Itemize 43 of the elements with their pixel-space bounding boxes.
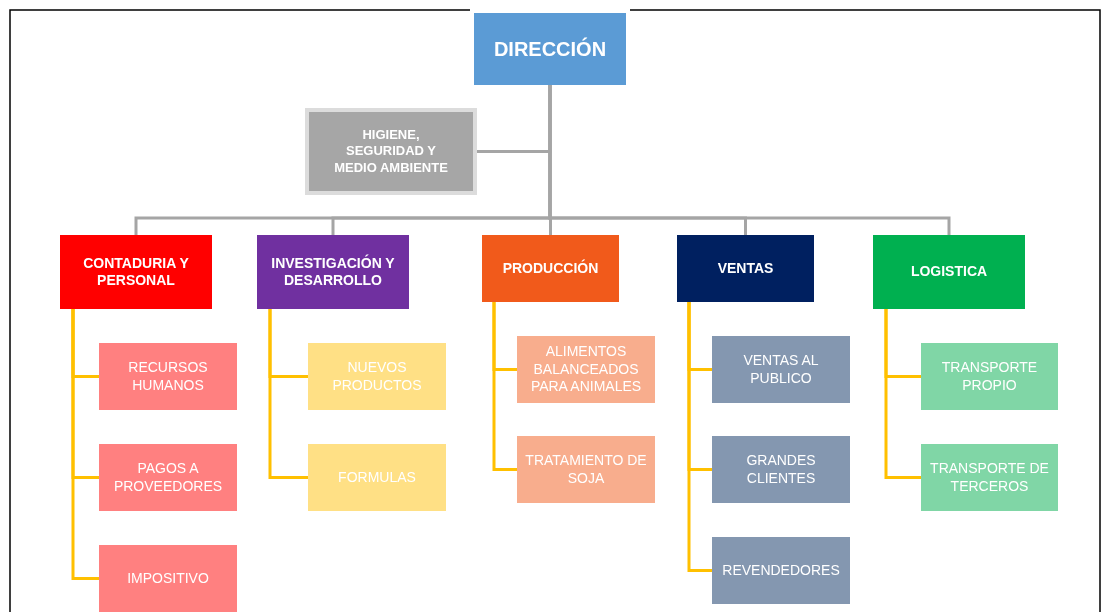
box-label: RECURSOS HUMANOS bbox=[127, 359, 209, 394]
connector-line bbox=[492, 302, 517, 471]
box-label: VENTAS bbox=[717, 259, 774, 278]
box-label: VENTAS AL PUBLICO bbox=[742, 352, 820, 387]
connector-line bbox=[884, 309, 921, 479]
unit-box bbox=[308, 343, 446, 410]
unit-box bbox=[517, 436, 655, 503]
department-box bbox=[677, 235, 814, 302]
unit-box bbox=[921, 444, 1058, 511]
connector-line bbox=[71, 309, 99, 580]
box-label: NUEVOS PRODUCTOS bbox=[331, 359, 423, 394]
department-box bbox=[873, 235, 1025, 309]
unit-box bbox=[712, 436, 850, 503]
box-label: GRANDES CLIENTES bbox=[745, 452, 817, 487]
unit-box bbox=[99, 444, 237, 511]
unit-box bbox=[99, 545, 237, 612]
box-label: FORMULAS bbox=[338, 468, 416, 487]
box-label: HIGIENE, SEGURIDAD Y MEDIO AMBIENTE bbox=[333, 127, 449, 176]
department-box bbox=[305, 108, 477, 195]
box-label: CONTADURIA Y PERSONAL bbox=[82, 254, 190, 290]
unit-box bbox=[712, 537, 850, 604]
box-label: LOGISTICA bbox=[910, 263, 988, 281]
box-label: IMPOSITIVO bbox=[127, 569, 209, 588]
box-label: TRANSPORTE PROPIO bbox=[940, 359, 1039, 394]
box-label: INVESTIGACIÓN Y DESARROLLO bbox=[270, 254, 396, 290]
connector-line bbox=[268, 309, 308, 479]
top-box bbox=[474, 13, 626, 85]
department-box bbox=[257, 235, 409, 309]
box-label: PAGOS A PROVEEDORES bbox=[112, 460, 224, 495]
box-label: TRANSPORTE DE TERCEROS bbox=[929, 460, 1050, 495]
department-box bbox=[482, 235, 619, 302]
unit-box bbox=[99, 343, 237, 410]
box-label: PRODUCCIÓN bbox=[502, 259, 599, 278]
box-label: DIRECCIÓN bbox=[493, 36, 607, 62]
unit-box bbox=[308, 444, 446, 511]
unit-box bbox=[517, 336, 655, 403]
connector-line bbox=[687, 302, 712, 572]
box-label: REVENDEDORES bbox=[722, 561, 840, 580]
box-label: TRATAMIENTO DE SOJA bbox=[524, 452, 648, 487]
box-label: ALIMENTOS BALANCEADOS PARA ANIMALES bbox=[529, 343, 643, 396]
unit-box bbox=[921, 343, 1058, 410]
unit-box bbox=[712, 336, 850, 403]
department-box bbox=[60, 235, 212, 309]
